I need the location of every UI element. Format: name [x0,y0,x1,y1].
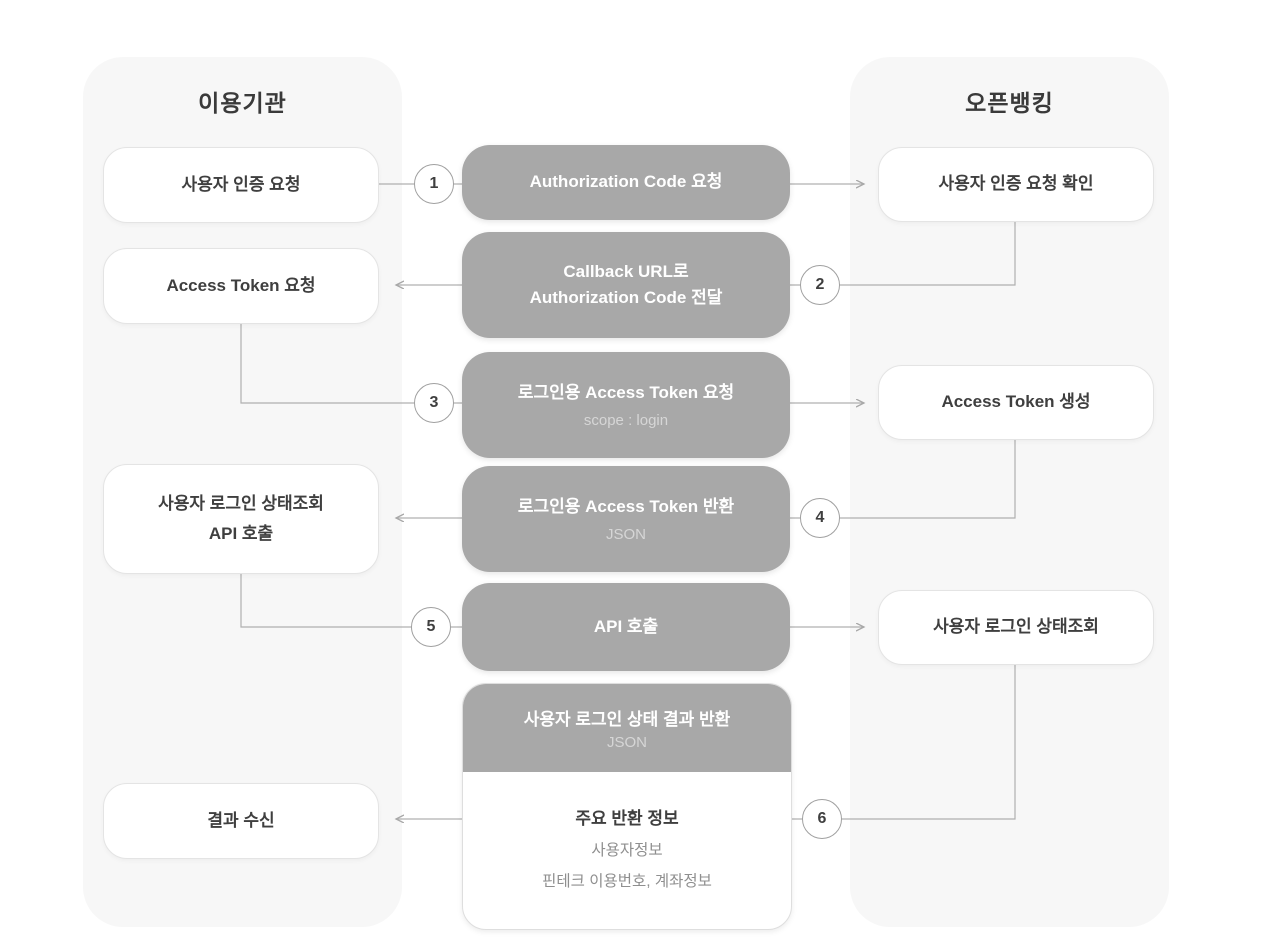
connector-row6-right [790,663,1016,820]
step-number-3: 3 [414,383,454,423]
step-login-token-return-title: 로그인용 Access Token 반환 [517,497,735,517]
step-login-token-return: 로그인용 Access Token 반환 JSON [462,466,790,572]
step-number-4: 4 [800,498,840,538]
lane-title-openbanking: 오픈뱅킹 [965,90,1054,116]
node-access-token-request: Access Token 요청 [103,248,379,324]
node-result-receive-label: 결과 수신 [207,810,275,830]
step-number-1: 1 [414,164,454,204]
step-login-token-request-title: 로그인용 Access Token 요청 [517,383,735,403]
step-number-6: 6 [802,799,842,839]
step-login-status-result-body: 주요 반환 정보 사용자정보 핀테크 이용번호, 계좌정보 [463,772,791,929]
node-user-auth-confirm: 사용자 인증 요청 확인 [878,147,1154,222]
node-user-auth-confirm-label: 사용자 인증 요청 확인 [938,174,1094,194]
step-api-call-title: API 호출 [593,616,659,636]
step-login-status-result: 사용자 로그인 상태 결과 반환 JSON 주요 반환 정보 사용자정보 핀테크… [462,683,792,930]
step-api-call: API 호출 [462,583,790,671]
step-number-2: 2 [800,265,840,305]
step-number-5: 5 [411,607,451,647]
return-info-line-2: 핀테크 이용번호, 계좌정보 [542,873,712,890]
node-login-status-check-label: 사용자 로그인 상태조회 [933,617,1099,637]
return-info-line-1: 사용자정보 [591,842,663,859]
node-user-auth-request-label: 사용자 인증 요청 [181,174,301,194]
node-login-status-check: 사용자 로그인 상태조회 [878,590,1154,665]
step-login-token-request: 로그인용 Access Token 요청 scope : login [462,352,790,458]
node-access-token-create: Access Token 생성 [878,365,1154,440]
step-callback-url-delivery-title-line1: Callback URL로 [563,261,689,281]
return-info-title: 주요 반환 정보 [575,809,679,828]
node-access-token-request-label: Access Token 요청 [166,275,316,295]
step-callback-url-delivery: Callback URL로 Authorization Code 전달 [462,232,790,338]
connector-row5-left [240,572,462,628]
step-login-status-result-subtitle: JSON [606,734,647,751]
connector-row2-right [790,220,1016,286]
node-access-token-create-label: Access Token 생성 [941,392,1091,412]
step-login-status-result-title: 사용자 로그인 상태 결과 반환 [523,710,731,729]
connector-row3-left [240,322,462,404]
node-user-auth-request: 사용자 인증 요청 [103,147,379,223]
step-authorization-code-request-title: Authorization Code 요청 [529,172,723,192]
step-authorization-code-request: Authorization Code 요청 [462,145,790,220]
step-login-token-return-subtitle: JSON [605,525,646,543]
connector-row4-right [790,438,1016,519]
node-login-status-api-call-label-line1: 사용자 로그인 상태조회 [158,494,324,514]
node-login-status-api-call: 사용자 로그인 상태조회 API 호출 [103,464,379,574]
node-result-receive: 결과 수신 [103,783,379,859]
step-login-token-request-subtitle: scope : login [583,411,669,429]
step-callback-url-delivery-title-line2: Authorization Code 전달 [529,288,723,307]
step-login-status-result-header: 사용자 로그인 상태 결과 반환 JSON [463,684,791,772]
lane-title-client: 이용기관 [198,90,287,116]
node-login-status-api-call-label-line2: API 호출 [208,523,274,543]
